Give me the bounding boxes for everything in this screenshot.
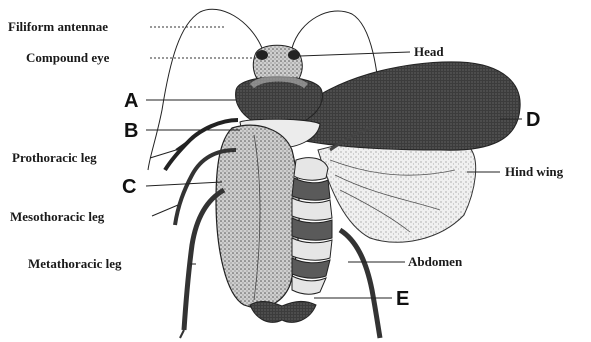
letter-c: C (122, 176, 136, 198)
letter-e: E (396, 288, 409, 310)
forewing-shape (300, 62, 520, 150)
letter-d: D (526, 109, 540, 131)
anal-cerci (250, 301, 316, 322)
right-compound-eye (288, 50, 300, 60)
label-mesothoracic-leg: Mesothoracic leg (10, 209, 105, 224)
label-hind-wing: Hind wing (505, 164, 564, 179)
label-abdomen: Abdomen (408, 254, 463, 269)
letter-a: A (124, 90, 138, 112)
letter-b: B (124, 120, 138, 142)
label-compound-eye: Compound eye (26, 50, 110, 65)
label-metathoracic-leg: Metathoracic leg (28, 256, 122, 271)
hind-wing-shape (318, 138, 476, 242)
left-compound-eye (256, 50, 268, 60)
right-hind-leg-shape (340, 230, 380, 338)
abdomen-segments (292, 158, 332, 295)
left-tegmen-shape (216, 125, 299, 307)
label-head: Head (414, 44, 444, 59)
label-prothoracic-leg: Prothoracic leg (12, 150, 97, 165)
label-filiform-antennae: Filiform antennae (8, 19, 108, 34)
